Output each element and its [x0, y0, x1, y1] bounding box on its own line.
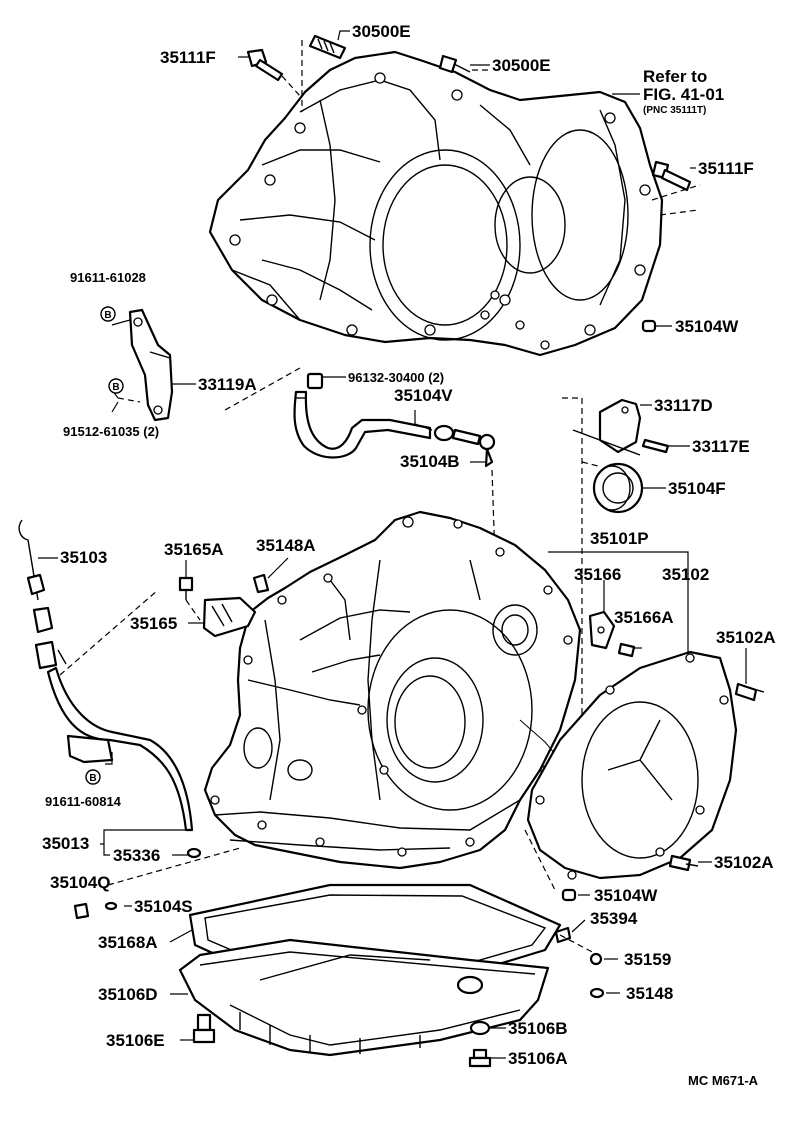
dipstick-35103 — [18, 519, 194, 832]
badge-b-91611-61028: B — [100, 306, 116, 322]
bolt-35106E — [192, 1013, 216, 1044]
label-91611-61028: 91611-61028 — [70, 270, 146, 285]
leader-lines — [38, 30, 747, 1059]
guide-line — [107, 847, 241, 886]
label-35102: 35102 — [662, 565, 709, 584]
guide-line — [117, 397, 141, 403]
label-35168A: 35168A — [98, 933, 158, 952]
note-figure-ref: FIG. 41-01 — [643, 85, 724, 104]
label-35104W-bottom: 35104W — [594, 886, 658, 905]
bolt-35102A-bottom — [668, 854, 699, 872]
label-96132-30400: 96132-30400 (2) — [348, 370, 444, 385]
guide-line — [185, 599, 201, 621]
label-35148A: 35148A — [256, 536, 316, 555]
gasket-35394 — [554, 926, 572, 944]
label-35104F: 35104F — [668, 479, 726, 498]
label-30500E-right: 30500E — [492, 56, 551, 75]
plug-35104W-top — [641, 319, 657, 333]
oil-pan-35106D — [178, 938, 550, 1057]
label-35104Q: 35104Q — [50, 873, 111, 892]
label-35106E: 35106E — [106, 1031, 165, 1050]
label-35102A-bottom: 35102A — [714, 853, 774, 872]
cover-35165 — [202, 596, 257, 638]
side-cover-35102 — [526, 650, 738, 880]
label-35104W-top: 35104W — [675, 317, 739, 336]
bolt-35165A — [178, 576, 194, 600]
bolt-35166A — [617, 642, 636, 658]
bracket-35103 — [66, 734, 114, 764]
bolt-35111F-left — [246, 48, 284, 82]
label-35166: 35166 — [574, 565, 621, 584]
plug-35148A — [252, 573, 270, 594]
bolt-35104Q — [73, 902, 90, 920]
hose-35104V — [293, 372, 432, 459]
gasket-35148 — [589, 987, 605, 999]
bolt-30500E-right — [438, 54, 471, 74]
label-35166A: 35166A — [614, 608, 674, 627]
label-35111F-right: 35111F — [698, 159, 754, 178]
label-35106A: 35106A — [508, 1049, 568, 1068]
guide-line — [224, 367, 301, 411]
guide-line — [524, 829, 556, 891]
label-91512-61035: 91512-61035 (2) — [63, 424, 159, 439]
cover-33117D — [572, 398, 642, 456]
guide-line — [281, 75, 301, 97]
drain-plug-35106A — [468, 1048, 492, 1068]
label-33119A: 33119A — [198, 375, 257, 394]
badge-b-91512-61035: B — [108, 378, 124, 394]
label-35101P: 35101P — [590, 529, 649, 548]
label-35165: 35165 — [130, 614, 177, 633]
label-33117E: 33117E — [692, 437, 750, 456]
bolt-33117E — [641, 438, 670, 454]
figure-code: MC M671-A — [688, 1073, 759, 1088]
guide-line — [562, 397, 583, 735]
label-35111F-left: 35111F — [160, 48, 216, 67]
guide-line — [651, 184, 701, 201]
label-35104S: 35104S — [134, 897, 193, 916]
plate-35166 — [588, 610, 616, 650]
label-35102A-top: 35102A — [716, 628, 776, 647]
gasket-35106B — [469, 1020, 491, 1036]
plug-35159 — [589, 952, 603, 966]
label-35394: 35394 — [590, 909, 638, 928]
badge-letter: B — [89, 773, 96, 784]
label-35106B: 35106B — [508, 1019, 568, 1038]
guide-line — [659, 209, 699, 216]
label-35104B: 35104B — [400, 452, 460, 471]
label-35159: 35159 — [624, 950, 671, 969]
note-refer-to: Refer to — [643, 67, 707, 86]
guide-line — [581, 461, 599, 467]
oil-seal-35104F — [592, 462, 644, 514]
plug-35104W-bottom — [561, 888, 577, 902]
bracket-33119A — [128, 308, 174, 422]
transaxle-case-35101P — [203, 510, 582, 870]
guide-line — [59, 589, 159, 676]
label-35103: 35103 — [60, 548, 107, 567]
label-35336: 35336 — [113, 846, 160, 865]
bolt-35102A-top — [734, 682, 765, 702]
label-35013: 35013 — [42, 834, 89, 853]
label-91611-60814: 91611-60814 — [45, 794, 122, 809]
o-ring-35336 — [186, 847, 202, 859]
bolt-35111F-right — [651, 160, 692, 192]
hose-clamp-35104B — [433, 424, 496, 468]
label-30500E-top: 30500E — [352, 22, 411, 41]
label-33117D: 33117D — [654, 396, 713, 415]
label-35148: 35148 — [626, 984, 673, 1003]
label-35106D: 35106D — [98, 985, 158, 1004]
badge-letter: B — [104, 310, 111, 321]
bolt-30500E-top — [308, 34, 347, 60]
note-pnc: (PNC 35111T) — [643, 105, 706, 116]
washer-35104S — [104, 901, 118, 911]
label-35104V: 35104V — [394, 386, 453, 405]
guide-line — [559, 934, 599, 956]
part-labels: 30500E 35111F 30500E Refer to FIG. 41-01… — [42, 22, 776, 1088]
badge-b-91611-60814: B — [85, 769, 101, 785]
label-35165A: 35165A — [164, 540, 224, 559]
transaxle-housing — [208, 50, 664, 357]
badge-letter: B — [112, 382, 119, 393]
